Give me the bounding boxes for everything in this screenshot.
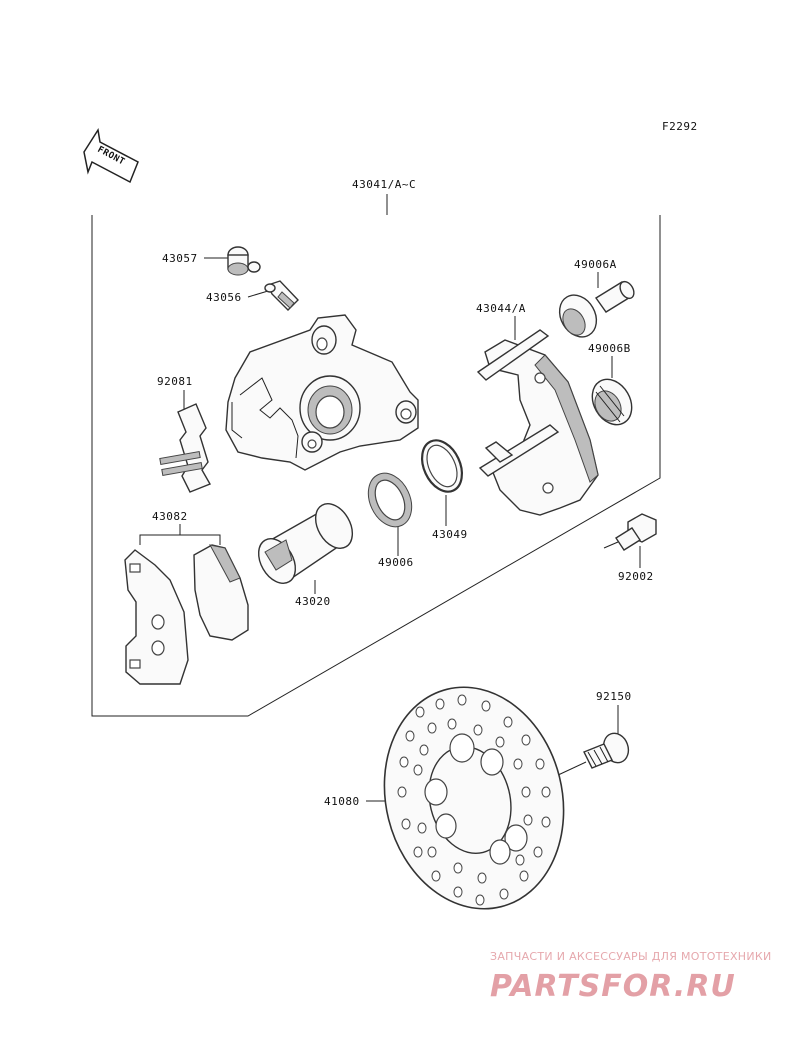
brake-pad-inner <box>193 544 249 641</box>
label-43041: 43041/A~C <box>352 178 416 191</box>
caliper-piston <box>257 503 354 584</box>
label-43044: 43044/A <box>476 302 526 315</box>
front-arrow-icon: FRONT <box>83 127 139 184</box>
caliper-body <box>225 314 419 471</box>
label-43020: 43020 <box>295 595 331 608</box>
piston-seal <box>367 472 413 528</box>
pin-boot-b <box>591 378 633 426</box>
label-92002: 92002 <box>618 570 654 583</box>
diagram-code: F2292 <box>662 120 698 133</box>
label-49006B: 49006B <box>588 342 631 355</box>
label-43056: 43056 <box>206 291 242 304</box>
caliper-assembly-boundary <box>91 215 661 717</box>
watermark-tagline: ЗАПЧАСТИ И АКСЕССУАРЫ ДЛЯ МОТОТЕХНИКИ <box>490 950 772 963</box>
pin-boot-a <box>558 280 635 338</box>
label-41080: 41080 <box>324 795 360 808</box>
caliper-bracket <box>476 329 599 516</box>
brake-disc <box>383 686 565 910</box>
label-43049: 43049 <box>432 528 468 541</box>
label-92150: 92150 <box>596 690 632 703</box>
caliper-bolt <box>603 513 657 551</box>
label-43082: 43082 <box>152 510 188 523</box>
label-49006A: 49006A <box>574 258 617 271</box>
label-43057: 43057 <box>162 252 198 265</box>
bleeder-cap <box>227 246 261 276</box>
pad-spring-clip <box>159 403 212 493</box>
dust-seal <box>420 439 464 493</box>
label-49006: 49006 <box>378 556 414 569</box>
label-92081: 92081 <box>157 375 193 388</box>
disc-bolt <box>555 732 630 777</box>
bleeder-valve <box>264 280 299 311</box>
brake-pad-outer <box>124 549 189 685</box>
watermark-logo: PARTSFOR.RU <box>490 969 736 1004</box>
